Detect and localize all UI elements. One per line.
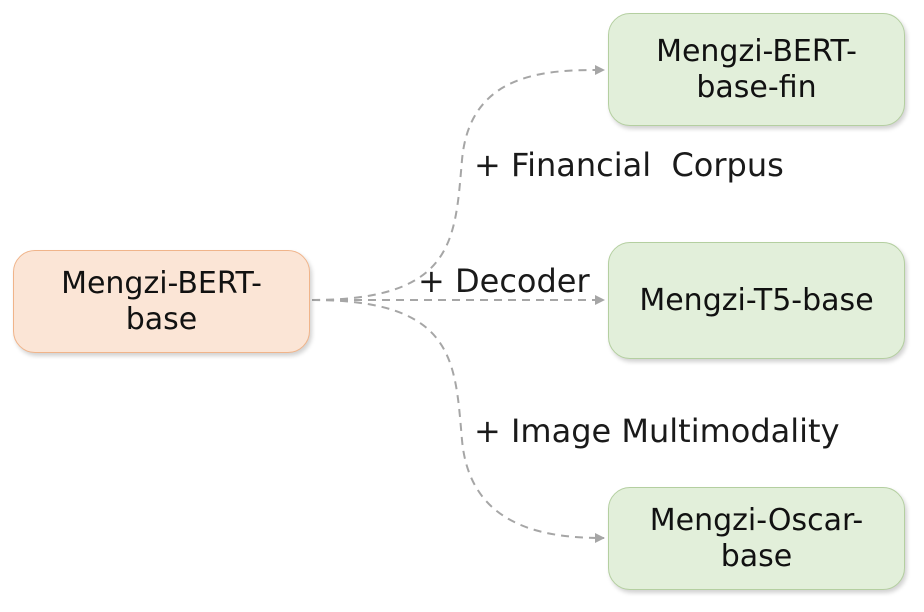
node-label-line2: base [125, 301, 198, 337]
node-label-line1: Mengzi-T5-base [639, 282, 874, 318]
edge-to-mengzi-oscar-base [311, 299, 605, 543]
node-mengzi-bert-base-fin: Mengzi-BERT- base-fin [608, 13, 905, 126]
node-label-line1: Mengzi-Oscar- [649, 502, 864, 538]
node-label-line1: Mengzi-BERT- [656, 33, 857, 69]
node-label-line2: base [720, 538, 793, 574]
node-mengzi-oscar-base: Mengzi-Oscar- base [608, 487, 905, 590]
node-label-line2: base-fin [696, 69, 817, 105]
edge-to-mengzi-bert-base-fin [311, 65, 605, 301]
node-label-line1: Mengzi-BERT- [61, 265, 262, 301]
edge-label-image-multimodality: + Image Multimodality [474, 412, 840, 450]
node-mengzi-bert-base: Mengzi-BERT- base [13, 250, 310, 353]
edge-label-financial-corpus: + Financial Corpus [474, 146, 784, 184]
edge-label-decoder: + Decoder [418, 262, 590, 300]
node-mengzi-t5-base: Mengzi-T5-base [608, 242, 905, 359]
